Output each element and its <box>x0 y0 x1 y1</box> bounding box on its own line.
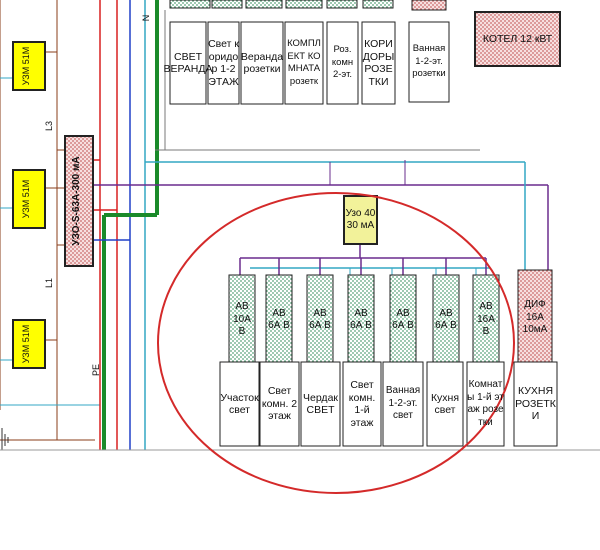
breaker-0: АВ 10А В <box>233 301 251 338</box>
horizontal-buses <box>0 10 600 451</box>
uzm-label-3: УЗМ 51М <box>21 325 31 363</box>
left-wiring <box>0 0 100 450</box>
breaker-1: АВ 6А В <box>268 307 290 332</box>
breaker-5: АВ 6А В <box>435 307 457 332</box>
circuit-label-4: Ванная 1-2-эт. свет <box>385 385 421 422</box>
top-label-2: Веранда розетки <box>240 50 284 76</box>
phase-label-l3: L3 <box>44 121 54 131</box>
breaker-2: АВ 6А В <box>309 307 331 332</box>
uzo-40-label: Узо 40 30 мА <box>345 207 376 232</box>
top-label-1: Свет коридор 1-2 ЭТАЖ <box>208 38 239 88</box>
circuit-label-6: Комнаты 1-й этаж розетки <box>467 379 504 428</box>
phase-label-l1: L1 <box>44 278 54 288</box>
circuit-label-3: Свет комн. 1-й этаж <box>348 379 376 429</box>
vertical-risers <box>93 0 159 450</box>
top-row-boxes <box>169 0 561 105</box>
top-label-4: Роз. комн 2-эт. <box>331 44 354 81</box>
circuit-label-2: Чердак СВЕТ <box>303 391 338 417</box>
circuit-label-0: Участок свет <box>220 391 259 417</box>
dif-breaker: ДИФ 16А 10мА <box>522 299 548 336</box>
top-label-5: КОРИДОРЫ РОЗЕТКИ <box>362 38 395 88</box>
top-label-0: СВЕТ ВЕРАНДА <box>163 50 213 76</box>
group-devices <box>219 195 558 447</box>
left-devices <box>12 41 94 369</box>
pe-label: PE <box>91 364 101 376</box>
uzm-label-2: УЗМ 51М <box>21 180 31 218</box>
breaker-3: АВ 6А В <box>350 307 372 332</box>
top-label-6: Ванная 1-2-эт. розетки <box>412 43 446 80</box>
circuit-label-kitchen: КУХНЯ РОЗЕТКИ <box>515 385 556 423</box>
highlight-ellipse <box>157 192 515 494</box>
circuit-label-5: Кухня свет <box>430 391 460 417</box>
top-label-3: КОМПЛЕКТ КОМНАТА розетк <box>287 38 321 87</box>
neutral-label: N <box>141 15 151 22</box>
uzm-label-1: УЗМ 51М <box>21 47 31 85</box>
circuit-label-1: Свет комн. 2 этаж <box>261 385 298 423</box>
group-distribution <box>239 245 490 275</box>
breaker-4: АВ 6А В <box>392 307 414 332</box>
main-rcd-label: УЗО-S-63А-300 мА <box>71 156 82 245</box>
boiler-label: КОТЕЛ 12 кВТ <box>482 32 553 45</box>
breaker-6: АВ 16А В <box>477 301 495 338</box>
